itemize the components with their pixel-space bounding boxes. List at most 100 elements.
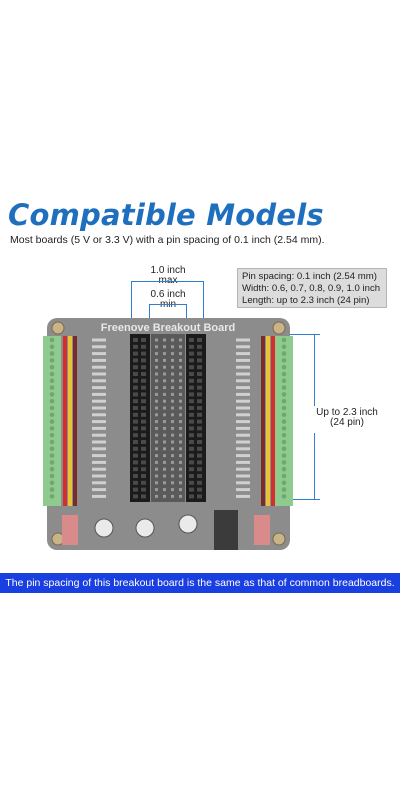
center-pin (171, 406, 174, 410)
max-width-right-tick (203, 281, 204, 333)
center-pin (163, 358, 166, 362)
center-pin (155, 365, 158, 369)
spec-length: Length: up to 2.3 inch (24 pin) (242, 295, 370, 306)
pin-label-mark (92, 379, 106, 383)
center-pin (179, 406, 182, 410)
pin-label-mark (92, 454, 106, 458)
header-socket (189, 474, 194, 478)
pin-label-mark (92, 433, 106, 437)
length-label: Up to 2.3 inch (24 pin) (312, 408, 382, 428)
spec-width: Width: 0.6, 0.7, 0.8, 0.9, 1.0 inch (242, 283, 381, 294)
header-socket (141, 358, 146, 363)
left-power-label-block (62, 515, 78, 545)
header-socket (141, 487, 146, 492)
header-socket (189, 351, 194, 356)
pin-label-mark (236, 345, 250, 349)
pin-label-mark (236, 413, 250, 417)
header-socket (141, 392, 146, 397)
center-pin (179, 358, 182, 362)
header-socket (141, 494, 146, 499)
page-subtitle: Most boards (5 V or 3.3 V) with a pin sp… (10, 234, 325, 246)
pin-label-mark (92, 488, 106, 492)
terminal-screw-icon (49, 466, 55, 472)
header-socket (189, 358, 194, 363)
header-socket (197, 440, 202, 444)
terminal-screw-icon (49, 398, 55, 404)
max-width-bar (131, 281, 204, 282)
pin-label-mark (92, 352, 106, 356)
center-pin (163, 440, 166, 444)
center-pin (163, 481, 166, 485)
center-pin (155, 494, 158, 498)
header-socket (141, 385, 146, 390)
pin-label-mark (92, 365, 106, 369)
header-socket (133, 385, 138, 390)
center-pin (155, 447, 158, 451)
pin-label-mark (92, 392, 106, 396)
pin-label-mark (92, 426, 106, 430)
center-pin (163, 460, 166, 464)
terminal-screw-icon (49, 473, 55, 479)
center-pin (171, 413, 174, 417)
pin-label-mark (92, 399, 106, 403)
header-socket (141, 426, 146, 431)
header-socket (133, 412, 138, 417)
terminal-screw-icon (49, 412, 55, 418)
center-pin (155, 386, 158, 390)
center-pin (155, 345, 158, 349)
center-pin (163, 488, 166, 492)
header-socket (189, 406, 194, 410)
center-pin (179, 426, 182, 430)
header-socket (133, 426, 138, 431)
header-socket (189, 453, 194, 458)
header-socket (189, 399, 194, 404)
header-socket (141, 365, 146, 370)
header-socket (189, 460, 194, 465)
terminal-screw-icon (281, 344, 287, 350)
pin-label-mark (92, 460, 106, 464)
pin-label-mark (92, 474, 106, 478)
header-socket (189, 433, 194, 438)
header-socket (141, 351, 146, 356)
center-pin (171, 474, 174, 478)
center-pin (155, 454, 158, 458)
pin-label-mark (92, 372, 106, 376)
header-socket (197, 372, 202, 376)
pin-label-mark (236, 494, 250, 498)
center-pin (171, 426, 174, 430)
mount-hole-icon (272, 532, 286, 546)
center-pin (163, 454, 166, 458)
header-socket (133, 460, 138, 465)
center-pin (155, 474, 158, 478)
header-socket (133, 372, 138, 376)
center-pin (163, 365, 166, 369)
center-pin (179, 460, 182, 464)
header-socket (189, 338, 194, 342)
pin-label-mark (236, 420, 250, 424)
pin-label-mark (236, 488, 250, 492)
terminal-screw-icon (281, 412, 287, 418)
header-socket (189, 372, 194, 376)
terminal-screw-icon (281, 432, 287, 438)
center-pin (171, 420, 174, 424)
header-socket (197, 365, 202, 370)
center-pin (163, 345, 166, 349)
terminal-screw-icon (49, 344, 55, 350)
pin-label-mark (92, 420, 106, 424)
left-red-strip (63, 336, 67, 506)
center-pin (171, 338, 174, 342)
terminal-screw-icon (281, 453, 287, 458)
header-socket (141, 372, 146, 376)
center-pin (171, 433, 174, 437)
header-socket (133, 344, 138, 349)
page-title: Compatible Models (8, 198, 324, 232)
terminal-screw-icon (281, 392, 287, 397)
header-socket (197, 338, 202, 342)
length-lower-bar (314, 433, 315, 499)
terminal-screw-icon (281, 473, 287, 479)
header-socket (197, 446, 202, 451)
header-socket (141, 406, 146, 410)
terminal-screw-icon (281, 466, 287, 472)
center-pin (155, 440, 158, 444)
center-pin (163, 406, 166, 410)
